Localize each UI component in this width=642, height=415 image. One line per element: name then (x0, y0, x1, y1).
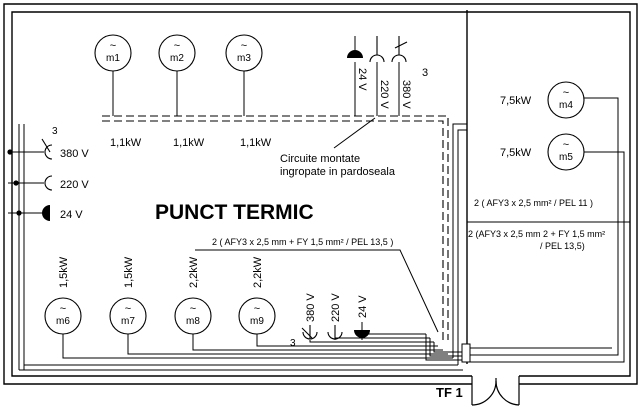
door-label: TF 1 (436, 385, 463, 400)
right-wall-wiring (467, 97, 630, 363)
motor-id-m5: m5 (559, 152, 573, 163)
motor-power-m6: 1,5kW (58, 256, 70, 288)
motor-m8: ~ m8 (174, 297, 212, 335)
outlet-top-220v-label: 220 V (378, 80, 390, 109)
outlet-left-24v (42, 205, 50, 221)
top-motor-drops (112, 62, 400, 116)
svg-text:~: ~ (563, 87, 569, 99)
motor-power-m2: 1,1kW (173, 137, 205, 149)
motor-power-m4: 7,5kW (500, 95, 532, 107)
motor-id-m2: m2 (170, 53, 184, 64)
motor-m6: ~ m6 (44, 297, 82, 335)
top-circuit-dashed (102, 115, 449, 340)
svg-text:~: ~ (563, 139, 569, 151)
outlet-bottom-phase: 3 (290, 338, 296, 349)
motor-power-m8: 2,2kW (188, 256, 200, 288)
outlet-left-380v (41, 138, 53, 160)
outlet-bottom-24v (354, 322, 370, 338)
outlet-left-dots (7, 149, 22, 216)
door-tf1 (471, 376, 520, 406)
cable-label-right-lower-1: 2 (AFY3 x 2,5 mm 2 + FY 1,5 mm² (468, 229, 605, 239)
cable-label-right-lower-2: / PEL 13,5) (540, 241, 585, 251)
motor-id-m9: m9 (250, 316, 264, 327)
left-wall-wiring (8, 124, 44, 370)
svg-text:~: ~ (241, 40, 247, 52)
motor-id-m7: m7 (121, 316, 135, 327)
note-leader (333, 117, 376, 149)
outlet-bottom-380v-label: 380 V (305, 293, 317, 322)
motor-id-m1: m1 (106, 53, 120, 64)
outlet-left-380v-label: 380 V (60, 148, 89, 160)
outlet-top-phase: 3 (422, 67, 428, 79)
svg-text:~: ~ (190, 303, 196, 315)
motor-m7: ~ m7 (109, 297, 147, 335)
page-title: PUNCT TERMIC (155, 201, 314, 224)
cable-label-right-upper: 2 ( AFY3 x 2,5 mm² / PEL 11 ) (474, 198, 593, 208)
outlet-bottom-24v-label: 24 V (357, 295, 369, 318)
junction-box (461, 343, 471, 363)
outlet-bottom-380v (301, 325, 318, 340)
motor-m3: ~ m3 (225, 34, 263, 72)
outlet-left-220v-label: 220 V (60, 179, 89, 191)
motor-id-m6: m6 (56, 316, 70, 327)
motor-power-m9: 2,2kW (252, 256, 264, 288)
motor-id-m3: m3 (237, 53, 251, 64)
outlet-top-380v-label: 380 V (400, 80, 412, 109)
outlet-top-24v-label: 24 V (356, 68, 368, 91)
outlet-left-phase: 3 (52, 126, 58, 137)
svg-text:~: ~ (125, 303, 131, 315)
outlet-bottom-220v-label: 220 V (330, 293, 342, 322)
motor-m4: ~ m4 (547, 81, 585, 119)
svg-text:~: ~ (110, 40, 116, 52)
outlet-top-380v (391, 36, 408, 63)
motor-m5: ~ m5 (547, 133, 585, 171)
outlet-left-24v-label: 24 V (60, 209, 83, 221)
outlet-top-24v (347, 36, 363, 58)
motor-power-m3: 1,1kW (240, 137, 272, 149)
circuit-note-line1: Circuite montate (280, 153, 360, 165)
room-walls (3, 3, 638, 385)
motor-power-m7: 1,5kW (123, 256, 135, 288)
motor-id-m8: m8 (186, 316, 200, 327)
svg-text:~: ~ (254, 303, 260, 315)
outlet-bottom-220v (327, 325, 343, 340)
svg-text:~: ~ (174, 40, 180, 52)
cable-label-center: 2 ( AFY3 x 2,5 mm + FY 1,5 mm² / PEL 13,… (212, 237, 393, 247)
motor-id-m4: m4 (559, 100, 573, 111)
motor-m1: ~ m1 (94, 34, 132, 72)
motor-power-m1: 1,1kW (110, 137, 142, 149)
bottom-wiring (19, 123, 467, 371)
outlet-left-220v (44, 175, 53, 191)
motor-m2: ~ m2 (158, 34, 196, 72)
outlet-top-220v (369, 36, 385, 63)
motor-power-m5: 7,5kW (500, 147, 532, 159)
svg-text:~: ~ (60, 303, 66, 315)
circuit-note-line2: ingropate in pardoseala (280, 166, 396, 178)
motor-m9: ~ m9 (238, 297, 276, 335)
